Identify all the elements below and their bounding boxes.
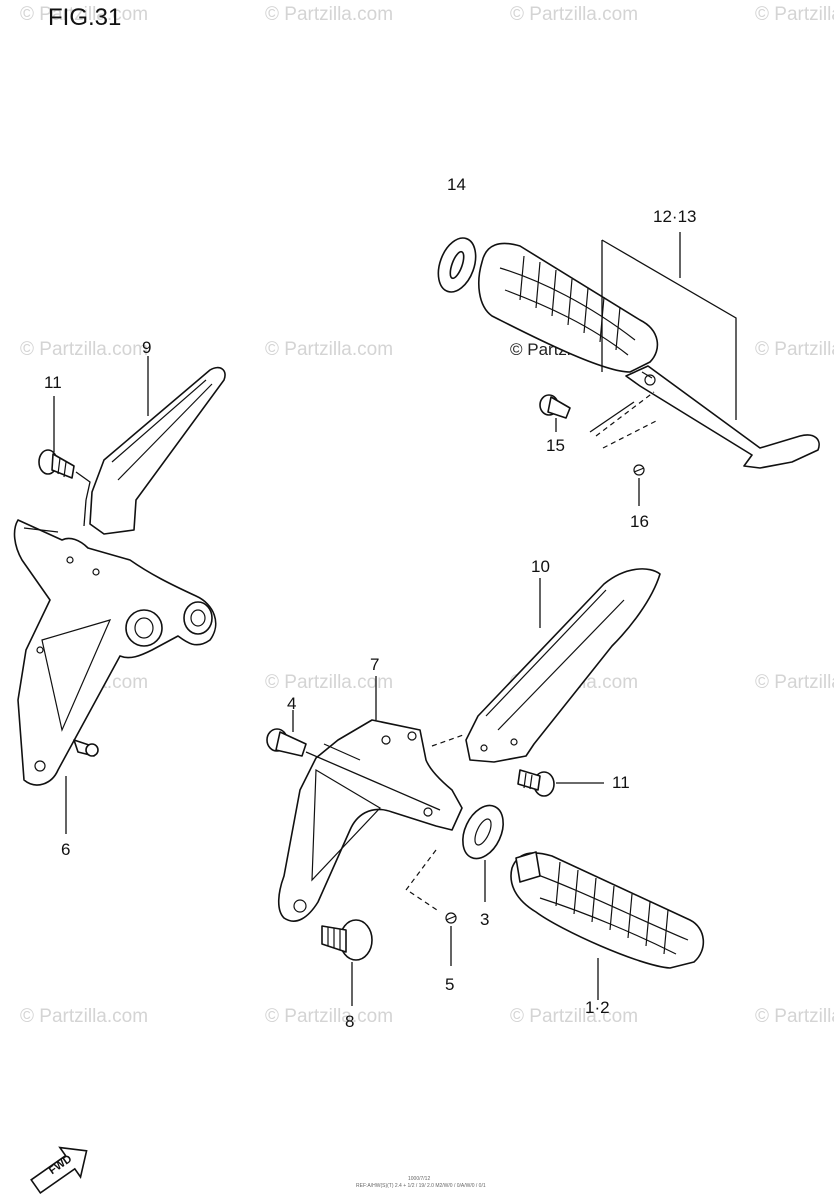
watermark: © Partzilla.com (20, 339, 149, 360)
bolt-part-8 (321, 919, 373, 961)
callout-7: 7 (370, 655, 380, 674)
washer-part-14 (437, 237, 477, 293)
forward-arrow-icon (30, 1146, 88, 1195)
callout-4: 4 (287, 694, 297, 713)
heel-guard-part-9 (89, 366, 226, 535)
figure-title: FIG.31 (48, 4, 122, 31)
watermark: © Partzilla.com (510, 1006, 639, 1027)
footpeg-rubber-part-12-13 (478, 242, 659, 373)
callout-1-2: 1·2 (585, 998, 610, 1017)
callout-9: 9 (142, 338, 152, 357)
footer-reference: REF:A/HW(S)(T) 2.4 + 1/2 / 19/ 2.0 M2/W/… (356, 1183, 486, 1189)
watermark: © Partzilla.com (755, 4, 834, 25)
watermark: © Partzilla.com (265, 4, 394, 25)
callout-12-13: 12·13 (653, 207, 697, 226)
callout-14: 14 (447, 175, 466, 194)
callout-5: 5 (445, 975, 455, 994)
callout-3: 3 (480, 910, 490, 929)
washer-part-3 (462, 804, 504, 860)
footpeg-arm-upper (625, 365, 820, 469)
clip-part-16 (633, 464, 645, 476)
footer-code: 1000/7/12 (408, 1176, 431, 1182)
watermark: © Partzilla.com (20, 1006, 149, 1027)
clip-part-5 (445, 912, 457, 924)
pin-part-15 (539, 394, 571, 419)
callout-6: 6 (61, 840, 71, 859)
watermark: © Partzilla.com (755, 672, 834, 693)
watermark: © Partzilla.com (510, 4, 639, 25)
watermark: © Partzilla.com (265, 339, 394, 360)
watermark: © Partzilla.com (265, 672, 394, 693)
footpeg-rubber-part-1-2 (510, 851, 705, 969)
bolt-part-11-lower (517, 769, 555, 797)
footrest-bracket-part-6 (13, 519, 217, 786)
callout-16: 16 (630, 512, 649, 531)
footrest-bracket-part-7 (277, 719, 463, 922)
callout-8: 8 (345, 1012, 355, 1031)
heel-guard-part-10 (465, 568, 661, 763)
callout-10: 10 (531, 557, 550, 576)
watermark: © Partzilla.com (755, 339, 834, 360)
callout-15: 15 (546, 436, 565, 455)
watermark: © Partzilla.com (265, 1006, 394, 1027)
callout-11-upper: 11 (44, 373, 62, 392)
pin-part-4 (266, 728, 307, 757)
callout-11-lower: 11 (612, 773, 630, 792)
bolt-part-11-upper (38, 449, 75, 479)
watermark: © Partzilla.com (755, 1006, 834, 1027)
watermark: © Partzilla.com (20, 4, 149, 25)
